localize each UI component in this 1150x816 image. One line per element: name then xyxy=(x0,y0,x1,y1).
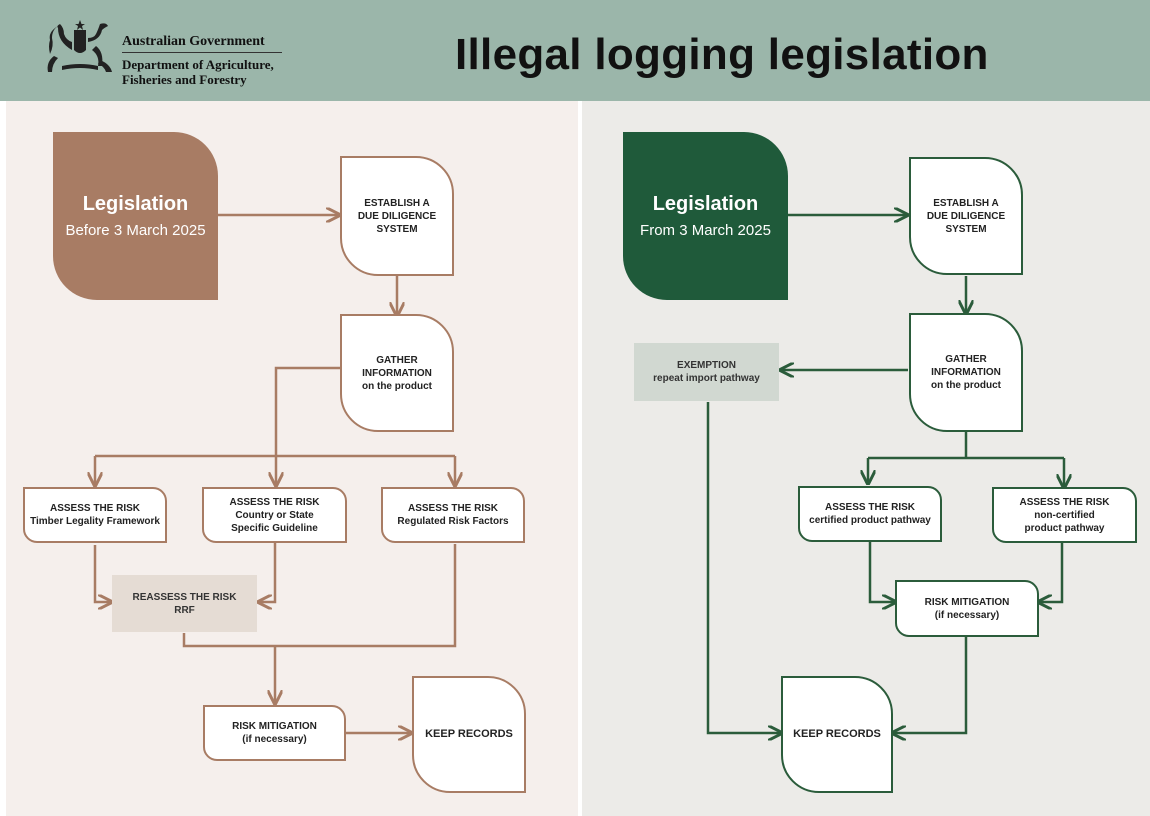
establish-system-box-new: ESTABLISH A DUE DILIGENCE SYSTEM xyxy=(909,157,1023,275)
gather-information-box: GATHER INFORMATION on the product xyxy=(340,314,454,432)
risk-mitigation-box-new: RISK MITIGATION (if necessary) xyxy=(895,580,1039,637)
legislation-before-box: Legislation Before 3 March 2025 xyxy=(53,132,218,300)
legislation-subtitle: Before 3 March 2025 xyxy=(65,222,206,239)
arrow-timber-to-reassess xyxy=(93,545,110,602)
assess-risk-noncertified-box: ASSESS THE RISK non-certified product pa… xyxy=(992,487,1137,543)
establish-system-box: ESTABLISH A DUE DILIGENCE SYSTEM xyxy=(340,156,454,276)
arrow-to-assess-certified xyxy=(868,456,1064,482)
keep-records-box: KEEP RECORDS xyxy=(412,676,526,793)
legislation-title-new: Legislation xyxy=(652,193,759,215)
header-bar: Australian Government Department of Agri… xyxy=(0,0,1150,101)
legislation-title: Legislation xyxy=(82,193,189,215)
arrow-exemption-to-keep xyxy=(706,402,780,733)
exemption-box: EXEMPTION repeat import pathway xyxy=(634,343,779,401)
risk-mitigation-box: RISK MITIGATION (if necessary) xyxy=(203,705,346,761)
agency-name: Australian Government xyxy=(122,34,265,49)
reassess-risk-box: REASSESS THE RISK RRF xyxy=(112,575,257,632)
assess-risk-regulated-box: ASSESS THE RISK Regulated Risk Factors xyxy=(381,487,525,543)
connector-merge xyxy=(182,544,457,648)
legislation-from-box: Legislation From 3 March 2025 xyxy=(623,132,788,300)
assess-risk-country-box: ASSESS THE RISK Country or State Specifi… xyxy=(202,487,347,543)
assess-risk-certified-box: ASSESS THE RISK certified product pathwa… xyxy=(798,486,942,542)
arrow-certified-to-mitigation xyxy=(868,542,894,602)
arrow-country-to-reassess xyxy=(260,540,277,602)
legislation-subtitle-new: From 3 March 2025 xyxy=(640,222,771,239)
agency-divider xyxy=(122,52,282,53)
coat-of-arms-icon xyxy=(47,20,112,72)
assess-risk-timber-box: ASSESS THE RISK Timber Legality Framewor… xyxy=(23,487,167,543)
gather-information-box-new: GATHER INFORMATION on the product xyxy=(909,313,1023,432)
keep-records-box-new: KEEP RECORDS xyxy=(781,676,893,793)
connector-gather-to-split xyxy=(274,366,340,456)
arrow-mitigation-to-keep-new xyxy=(894,637,968,733)
department-name: Department of Agriculture, Fisheries and… xyxy=(122,57,274,87)
page-title: Illegal logging legislation xyxy=(455,30,989,79)
arrow-noncertified-to-mitigation xyxy=(1040,542,1064,602)
